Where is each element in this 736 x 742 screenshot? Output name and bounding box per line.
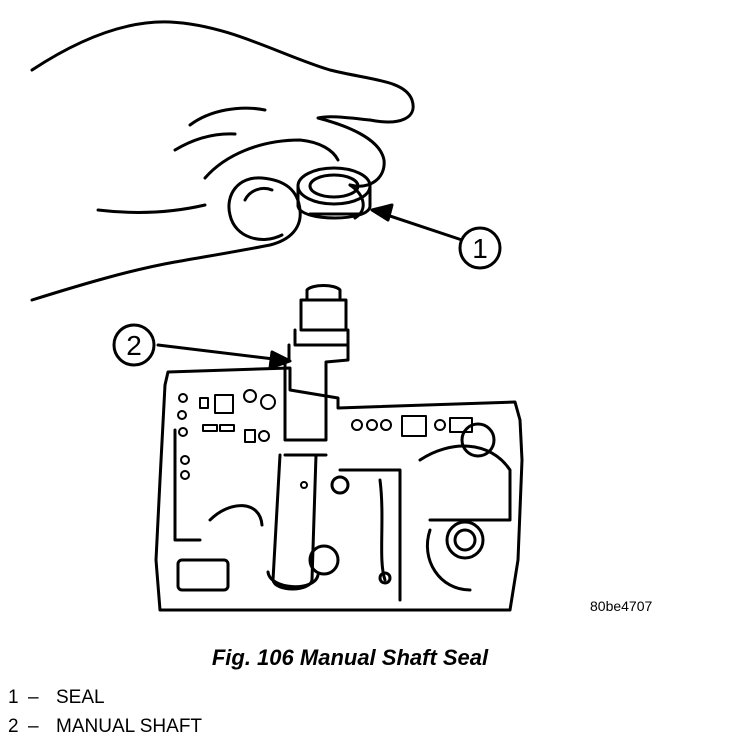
callout-bubble-1: 1 [458,226,502,270]
legend-label: SEAL [56,687,105,708]
callout-bubble-2: 2 [112,323,156,367]
legend-number: 1 [8,687,19,708]
valve-body-details [177,389,473,480]
figure-code: 80be4707 [590,598,653,614]
legend-separator: – [28,687,39,708]
legend-separator: – [28,716,39,737]
legend: 1 – SEAL 2 – MANUAL SHAFT [8,683,202,741]
valve-body-drawing [154,366,524,612]
legend-label: MANUAL SHAFT [56,716,203,737]
callout-number-1: 1 [472,233,488,264]
callout-arrow-1 [370,203,464,242]
seal-drawing [296,166,372,220]
manual-shaft-drawing [266,284,350,591]
hand-drawing [30,20,415,302]
figure-caption: Fig. 106 Manual Shaft Seal [211,645,489,670]
legend-item: 1 – SEAL [8,683,202,712]
legend-item: 2 – MANUAL SHAFT [8,712,202,741]
legend-number: 2 [8,716,19,737]
callout-arrow-2 [156,343,292,370]
callout-number-2: 2 [126,330,142,361]
